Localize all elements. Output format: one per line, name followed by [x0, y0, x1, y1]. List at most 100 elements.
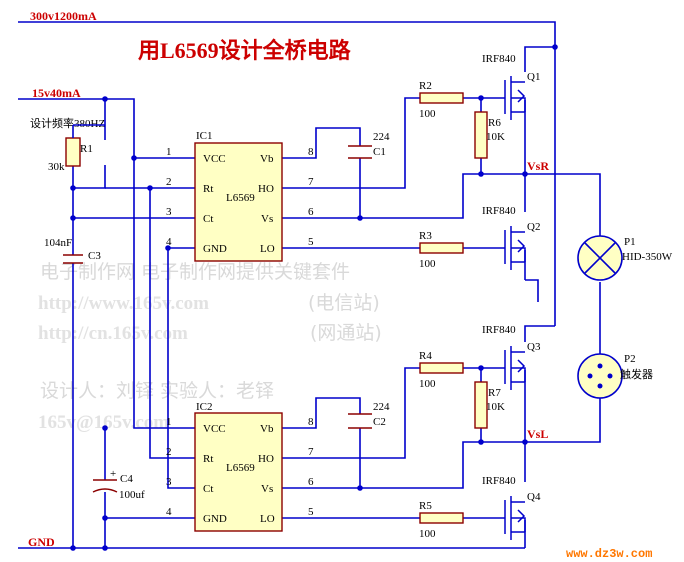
ic1-pin-num: 7 — [308, 176, 314, 188]
c2-value: 224 — [373, 401, 390, 413]
ic2-body — [194, 412, 283, 532]
wire-300v-q3 — [524, 325, 555, 342]
q2-ref: Q2 — [527, 221, 540, 233]
ic2-pin-name: GND — [203, 513, 227, 525]
r6-value: 10K — [486, 131, 505, 143]
q4-diode — [517, 509, 526, 523]
junction-vsl — [522, 439, 528, 445]
rail-label-15v: 15v40mA — [32, 86, 81, 100]
junction — [70, 185, 76, 191]
r2-body — [419, 92, 464, 104]
q3-symbol — [495, 346, 526, 390]
wire-vs2 — [282, 441, 525, 489]
q3-part: IRF840 — [482, 324, 516, 336]
ic2-pin-name: Ct — [203, 483, 213, 495]
p2-terminal — [607, 373, 613, 379]
c4-plate-negative — [92, 488, 118, 493]
wire-vb2 — [282, 397, 361, 429]
mosfet-q1: IRF840 Q1 — [482, 53, 540, 120]
watermark-url2: http://cn.165v.com — [38, 323, 188, 344]
p2-body — [577, 353, 623, 399]
junction — [552, 44, 558, 50]
r3-body — [419, 242, 464, 254]
ic2-pin-name: Vs — [261, 483, 273, 495]
r7-value: 10K — [486, 401, 505, 413]
capacitor-c2: 224 C2 — [348, 401, 390, 429]
wire-rt-link — [149, 188, 195, 459]
ic2-pin-name: LO — [260, 513, 275, 525]
diagram-title: 用L6569设计全桥电路 — [138, 38, 352, 63]
ic1-body — [194, 142, 283, 262]
ic1-pin-name: Rt — [203, 183, 213, 195]
wire-r1-rt — [73, 165, 106, 189]
wire-vsl-igniter — [525, 398, 601, 443]
wire-ho1 — [282, 97, 420, 189]
c1-value: 224 — [373, 131, 390, 143]
junction — [357, 485, 363, 491]
r7-body — [474, 381, 488, 429]
r4-ref: R4 — [419, 350, 432, 362]
c3-ref: C3 — [88, 250, 101, 262]
resistor-r6: R6 10K — [474, 111, 505, 159]
r6-body — [474, 111, 488, 159]
ic2-pin-num: 6 — [308, 476, 314, 488]
p2-terminal — [587, 373, 593, 379]
ic2-pin-name: VCC — [203, 423, 226, 435]
r5-body — [419, 512, 464, 524]
q2-diode — [517, 239, 526, 253]
ic1-pin-name: HO — [258, 183, 274, 195]
ic2-ref: IC2 — [196, 401, 213, 413]
q1-part: IRF840 — [482, 53, 516, 65]
junction — [165, 245, 171, 251]
ic1-pin-name: Vs — [261, 213, 273, 225]
r1-value: 30k — [48, 161, 65, 173]
junction — [102, 96, 108, 102]
q1-ref: Q1 — [527, 71, 540, 83]
ic2-pin-num: 3 — [166, 476, 172, 488]
junction — [131, 155, 137, 161]
ic2-pin-num: 4 — [166, 506, 172, 518]
p1-cross — [584, 242, 616, 274]
wiring — [18, 21, 601, 551]
c2-plates — [348, 413, 372, 429]
ic1-pin-name: Vb — [260, 153, 274, 165]
r5-ref: R5 — [419, 500, 432, 512]
r7-ref: R7 — [488, 387, 501, 399]
p2-ref: P2 — [624, 353, 636, 365]
ic1-pin-name: GND — [203, 243, 227, 255]
ic1-pin-num: 6 — [308, 206, 314, 218]
q1-diode — [517, 89, 526, 103]
r1-body — [65, 137, 81, 167]
wire-300v-q1 — [524, 46, 555, 72]
ic2-pin-name: Rt — [203, 453, 213, 465]
junction — [102, 545, 108, 551]
q1-symbol — [495, 76, 526, 120]
junction — [478, 365, 484, 371]
junction — [478, 171, 484, 177]
c1-plates — [348, 145, 372, 159]
q3-diode — [517, 359, 526, 373]
p2-terminal — [597, 363, 603, 369]
junction-vsr — [522, 171, 528, 177]
ic1-ref: IC1 — [196, 130, 213, 142]
junction — [478, 95, 484, 101]
c4-ref: C4 — [120, 473, 133, 485]
ic1-pin-name: LO — [260, 243, 275, 255]
resistor-r3: R3 100 — [419, 230, 464, 270]
r1-ref: R1 — [80, 143, 93, 155]
p2-part: 触发器 — [620, 367, 653, 381]
ic2-pin-num: 2 — [166, 446, 172, 458]
resistor-r7: R7 10K — [474, 381, 505, 429]
wire-vsr-lamp — [525, 173, 601, 236]
q2-symbol — [495, 226, 526, 270]
wire-q2-source — [525, 279, 539, 302]
q4-symbol — [495, 496, 526, 540]
resistor-r5: R5 100 — [419, 500, 464, 540]
c4-value: 100uf — [119, 489, 145, 501]
q4-ref: Q4 — [527, 491, 541, 503]
junction — [478, 439, 484, 445]
p2-terminal — [597, 383, 603, 389]
wire-vb1 — [282, 127, 361, 159]
wire-300v-rail — [18, 21, 556, 326]
q3-ref: Q3 — [527, 341, 541, 353]
